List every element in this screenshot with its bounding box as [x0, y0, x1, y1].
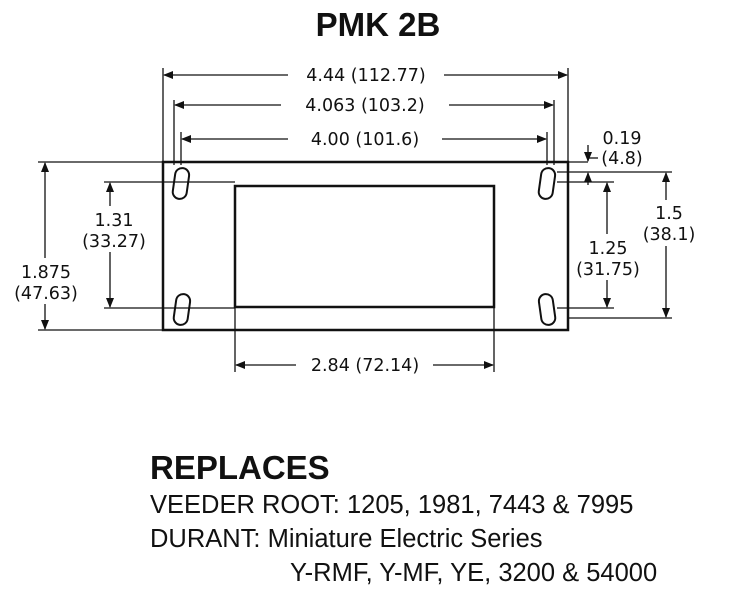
- dim-right-inner-in: 1.25: [589, 239, 628, 259]
- dim-left-slot-spacing-mm: (33.27): [82, 232, 146, 252]
- drawing-title: PMK 2B: [316, 6, 441, 43]
- label-mask: [288, 63, 444, 87]
- replaces-heading: REPLACES: [150, 449, 330, 486]
- dim-left-slot-spacing-in: 1.31: [95, 211, 134, 231]
- mounting-slot-bottom-left: [172, 293, 192, 326]
- dim-overall-height-in: 1.875: [21, 263, 71, 283]
- label-mask: [639, 200, 699, 246]
- label-mask: [281, 93, 449, 117]
- dim-right-outer-in: 1.5: [655, 204, 683, 224]
- dim-slot-center-width: 4.00 (101.6): [311, 130, 419, 150]
- replaces-durant-models: Y-RMF, Y-MF, YE, 3200 & 54000: [290, 559, 658, 587]
- dim-right-inner-mm: (31.75): [576, 260, 640, 280]
- dim-top-offset-mm: (4.8): [601, 149, 643, 169]
- mounting-slot-top-right: [537, 167, 557, 200]
- dim-slot-outer-width: 4.063 (103.2): [305, 96, 424, 116]
- panel-outline: [161, 160, 570, 332]
- replaces-durant: DURANT: Miniature Electric Series: [150, 525, 543, 553]
- display-window: [233, 184, 496, 309]
- dim-window-width: 2.84 (72.14): [311, 356, 419, 376]
- dim-overall-height-mm: (47.63): [14, 284, 78, 304]
- label-mask: [288, 127, 442, 151]
- label-mask: [571, 234, 645, 280]
- dim-top-offset-in: 0.19: [603, 129, 642, 149]
- dim-right-outer-mm: (38.1): [643, 225, 696, 245]
- mounting-slot-bottom-right: [537, 293, 557, 326]
- label-mask: [6, 258, 86, 304]
- label-mask: [296, 353, 433, 377]
- replaces-section: REPLACES VEEDER ROOT: 1205, 1981, 7443 &…: [150, 448, 657, 590]
- mounting-slot-top-left: [171, 167, 191, 200]
- replaces-veeder-root: VEEDER ROOT: 1205, 1981, 7443 & 7995: [150, 491, 634, 519]
- label-mask: [74, 206, 154, 252]
- dim-overall-width: 4.44 (112.77): [306, 66, 425, 86]
